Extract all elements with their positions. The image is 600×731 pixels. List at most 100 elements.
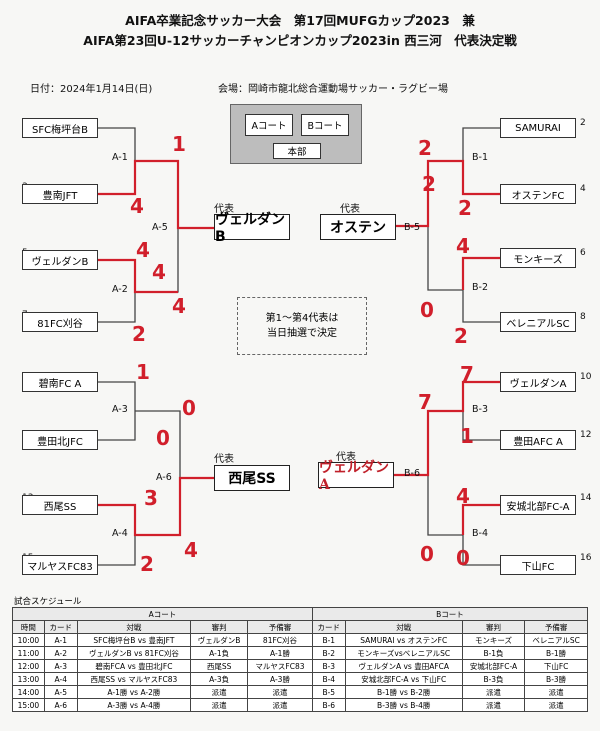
column-header: カード [311,620,346,634]
schedule-cell: B-1 [311,633,346,647]
score: 0 [420,298,434,322]
score: 2 [418,136,432,160]
team-box: 西尾SS [22,495,98,515]
schedule-cell: 派遣 [524,685,588,699]
seed-number: 12 [580,430,592,440]
schedule-cell: 81FC刈谷 [247,633,313,647]
schedule-cell: SFC梅坪台B vs 豊南JFT [76,633,192,647]
a-court-header: Aコート [12,607,313,621]
schedule-cell: 10:00 [12,633,45,647]
score: 0 [456,546,470,570]
schedule-cell: 派遣 [190,685,249,699]
schedule-cell: 西尾SS [190,659,249,673]
schedule-title: 試合スケジュール [14,597,82,607]
score: 4 [152,260,166,284]
schedule-cell: 派遣 [190,698,249,712]
score: 2 [132,322,146,346]
team-box: 安城北部FC-A [500,495,576,515]
schedule-cell: B-2 [311,646,346,660]
b-court-header: Bコート [311,607,589,621]
score: 2 [454,324,468,348]
seed-number: 16 [580,553,592,563]
schedule-cell: B-1勝 vs B-2勝 [344,685,463,699]
winner-name: ヴェルダンA [319,460,389,493]
note-line: 第1～第4代表は [265,313,339,324]
team-box: ヴェルダンB [22,250,98,270]
match-label: A-5 [152,222,168,233]
team-box: ベレニアルSC [500,312,576,332]
winner-name: 西尾SS [228,471,276,487]
match-label: B-6 [404,468,420,479]
schedule-cell: B-3勝 vs B-4勝 [344,698,463,712]
seed-number: 2 [580,118,586,128]
schedule-cell: 13:00 [12,672,45,686]
schedule-cell: B-3負 [461,672,526,686]
team-box: 下山FC [500,555,576,575]
schedule-cell: モンキーズvsベレニアルSC [344,646,463,660]
column-header: 時間 [12,620,45,634]
score: 1 [460,424,474,448]
representative-label: 代表 [214,204,234,215]
score: 1 [172,132,186,156]
representative-label: 代表 [336,452,356,463]
schedule-cell: ヴェルダンB vs 81FC刈谷 [76,646,192,660]
score: 4 [172,294,186,318]
seed-number: 14 [580,493,592,503]
score: 1 [136,360,150,384]
schedule-cell: 安城北部FC-A vs 下山FC [344,672,463,686]
match-label: B-1 [472,152,488,163]
schedule-cell: A-2 [43,646,78,660]
schedule-cell: 下山FC [524,659,588,673]
column-header: 対戦 [344,620,463,634]
representative-label: 代表 [214,454,234,465]
seed-number: 4 [580,184,586,194]
draw-note: 第1～第4代表は 当日抽選で決定 [237,297,367,355]
score: 0 [156,426,170,450]
schedule-cell: 派遣 [524,698,588,712]
column-header: 審判 [190,620,249,634]
schedule-table: Aコート Bコート 時間 カード 対戦 審判 予備審 カード 対戦 審判 予備審… [12,607,589,712]
match-label: A-2 [112,284,128,295]
schedule-cell: 12:00 [12,659,45,673]
match-label: B-4 [472,528,488,539]
bracket-lines [98,127,500,566]
schedule-cell: A-1勝 [247,646,313,660]
schedule-cell: B-5 [311,685,346,699]
schedule-cell: 派遣 [247,685,313,699]
schedule-cell: A-1負 [190,646,249,660]
score: 4 [136,238,150,262]
team-box: 81FC刈谷 [22,312,98,332]
score: 2 [422,172,436,196]
match-label: B-2 [472,282,488,293]
match-label: B-5 [404,222,420,233]
schedule-cell: B-6 [311,698,346,712]
team-box: 豊田AFC A [500,430,576,450]
match-label: A-6 [156,472,172,483]
event-venue: 会場：岡崎市龍北総合運動場サッカー・ラグビー場 [218,84,448,95]
score: 0 [182,396,196,420]
schedule-cell: A-3 [43,659,78,673]
team-box: 豊南JFT [22,184,98,204]
schedule-cell: 14:00 [12,685,45,699]
column-header: 審判 [461,620,526,634]
title-line-1: AIFA卒業記念サッカー大会 第17回MUFGカップ2023 兼 [125,13,475,28]
seed-number: 8 [580,312,586,322]
representative-box: ヴェルダンA [318,460,394,493]
representative-box: オステン [320,214,396,240]
b-court-box: Bコート [301,114,349,136]
score: 7 [418,390,432,414]
team-box: SFC梅坪台B [22,118,98,138]
schedule-cell: 安城北部FC-A [461,659,526,673]
score: 2 [140,552,154,576]
schedule-cell: 派遣 [247,698,313,712]
column-header: 予備審 [524,620,588,634]
team-box: ヴェルダンA [500,372,576,392]
score: 3 [144,486,158,510]
